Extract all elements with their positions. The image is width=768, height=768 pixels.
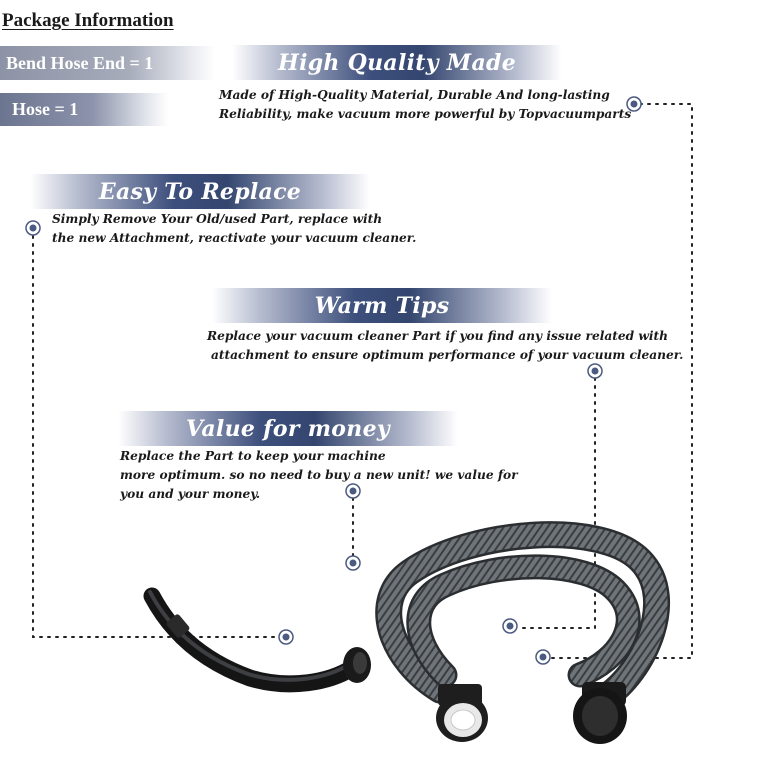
feature-title-easy-replace: Easy To Replace [30, 174, 370, 209]
feature-line: you and your money. [120, 487, 261, 501]
connector-easy-replace [32, 235, 281, 638]
feature-text-high-quality: Made of High-Quality Material, Durable A… [219, 86, 631, 124]
feature-line: Made of High-Quality Material, Durable A… [219, 88, 610, 102]
marker-dots [25, 96, 642, 665]
connector-warm-tips [519, 377, 596, 629]
feature-title-high-quality: High Quality Made [232, 45, 562, 80]
feature-line: Simply Remove Your Old/used Part, replac… [52, 212, 383, 226]
feature-line: Replace your vacuum cleaner Part if you … [207, 329, 669, 343]
connector-high-quality [551, 103, 693, 659]
feature-line: more optimum. so no need to buy a new un… [120, 468, 518, 482]
connector-lines [32, 103, 693, 659]
package-information-title: Package Information [2, 10, 174, 31]
marker-dot-icon [278, 629, 294, 645]
package-item-bend-hose-end: Bend Hose End = 1 [0, 46, 215, 80]
marker-dot-icon [345, 483, 361, 499]
marker-dot-icon [345, 555, 361, 571]
feature-line: the new Attachment, reactivate your vacu… [52, 231, 417, 245]
feature-title-value-for-money: Value for money [118, 411, 458, 446]
feature-text-easy-replace: Simply Remove Your Old/used Part, replac… [52, 210, 416, 248]
marker-dot-icon [535, 649, 551, 665]
feature-line: Replace the Part to keep your machine [120, 449, 386, 463]
feature-text-warm-tips: Replace your vacuum cleaner Part if you … [207, 327, 683, 365]
marker-dot-icon [25, 220, 41, 236]
marker-dot-icon [502, 618, 518, 634]
feature-line: attachment to ensure optimum performance… [211, 348, 684, 362]
marker-dot-icon [587, 363, 603, 379]
bend-hose-end-image [143, 587, 371, 693]
hose-image [375, 521, 671, 744]
feature-text-value-for-money: Replace the Part to keep your machine mo… [120, 447, 518, 504]
feature-line: Reliability, make vacuum more powerful b… [219, 107, 632, 121]
package-item-hose: Hose = 1 [0, 93, 168, 126]
marker-dot-icon [626, 96, 642, 112]
feature-title-warm-tips: Warm Tips [212, 288, 552, 323]
